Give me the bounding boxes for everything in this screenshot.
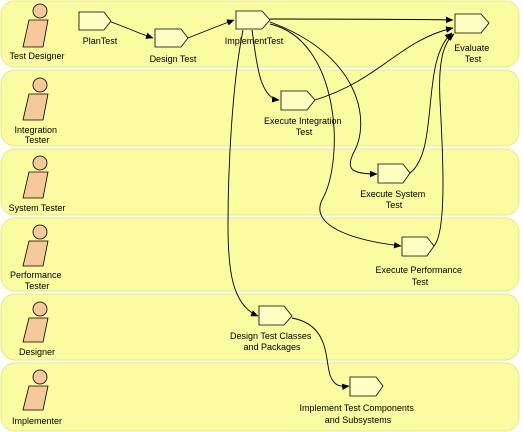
activity-implement-test-components[interactable]: Implement Test Components and Subsystems (300, 376, 417, 425)
activity-label: ImplementTest (225, 36, 284, 46)
flow-exec-performance-to-evaluate (433, 33, 455, 247)
flow-implement-to-exec-system (269, 21, 378, 178)
activity-plan-test[interactable]: PlanTest (78, 11, 118, 46)
role-label: Test Designer (9, 51, 64, 61)
role-label: Implementer (12, 416, 62, 426)
actor-head-icon (32, 301, 48, 317)
activity-icon (349, 376, 384, 397)
activity-label: Design Test (150, 54, 197, 64)
actor-body-icon (22, 19, 49, 48)
activity-label: Execute Performance Test (375, 265, 464, 287)
actor-head-icon (32, 155, 48, 171)
role-label: Integration Tester (14, 125, 59, 145)
activity-icon (78, 11, 112, 31)
lane-performance-tester (0, 217, 520, 292)
activity-implement-test[interactable]: ImplementTest (225, 10, 284, 46)
activity-label: PlanTest (83, 36, 118, 46)
role-label: Performance Tester (10, 270, 64, 291)
flow-implement-to-evaluate (269, 16, 454, 24)
activity-label: Evaluate Test (454, 43, 492, 64)
activity-icon (154, 28, 189, 48)
activity-icon (280, 90, 316, 111)
flow-implement-to-exec-performance (269, 23, 402, 249)
actor-head-icon (32, 3, 48, 19)
actor-head-icon (32, 369, 48, 385)
flow-implement-to-design-classes (227, 29, 259, 317)
flow-exec-integration-to-evaluate (314, 26, 454, 101)
actor-designer: Designer (19, 301, 55, 357)
activity-icon (454, 13, 490, 34)
activity-icon (377, 163, 411, 184)
flow-plan-to-design (110, 21, 154, 39)
actor-implementer: Implementer (12, 369, 62, 426)
actor-body-icon (22, 385, 49, 411)
actor-body-icon (22, 317, 49, 343)
flow-design-classes-to-implement-components (291, 317, 350, 390)
role-label: System Tester (9, 203, 66, 213)
flows (110, 16, 455, 390)
actor-performance-tester: Performance Tester (10, 224, 64, 291)
activity-label: Execute System Test (360, 189, 428, 210)
lane-designer (0, 293, 520, 361)
activity-execute-performance-test[interactable]: Execute Performance Test (375, 236, 464, 287)
actor-system-tester: System Tester (9, 155, 66, 213)
activity-design-test[interactable]: Design Test (150, 28, 197, 64)
role-label: Designer (19, 347, 55, 357)
activity-icon (401, 236, 435, 257)
lane-integration-tester (0, 69, 520, 147)
actor-head-icon (32, 224, 48, 240)
activity-icon (258, 305, 293, 326)
lane-implementer (0, 362, 520, 432)
actor-head-icon (32, 77, 48, 93)
activity-icon (235, 10, 271, 30)
actor-body-icon (22, 171, 49, 199)
activity-evaluate-test[interactable]: Evaluate Test (454, 13, 492, 64)
actor-body-icon (22, 240, 49, 267)
flow-implement-to-exec-integration (251, 29, 280, 103)
lane-system-tester (0, 148, 520, 216)
activity-label: Execute Integration Test (264, 116, 344, 137)
flow-design-to-implement (187, 19, 235, 39)
actor-integration-tester: Integration Tester (14, 77, 59, 145)
activity-design-test-classes[interactable]: Design Test Classes and Packages (230, 305, 314, 352)
actor-test-designer: Test Designer (9, 3, 65, 61)
activity-execute-system-test[interactable]: Execute System Test (360, 163, 428, 210)
activity-execute-integration-test[interactable]: Execute Integration Test (264, 90, 344, 137)
flow-exec-system-to-evaluate (409, 32, 453, 174)
lane-test-designer (0, 0, 520, 68)
actor-body-icon (22, 93, 49, 121)
activity-label: Implement Test Components and Subsystems (300, 403, 417, 425)
activity-label: Design Test Classes and Packages (230, 331, 314, 352)
